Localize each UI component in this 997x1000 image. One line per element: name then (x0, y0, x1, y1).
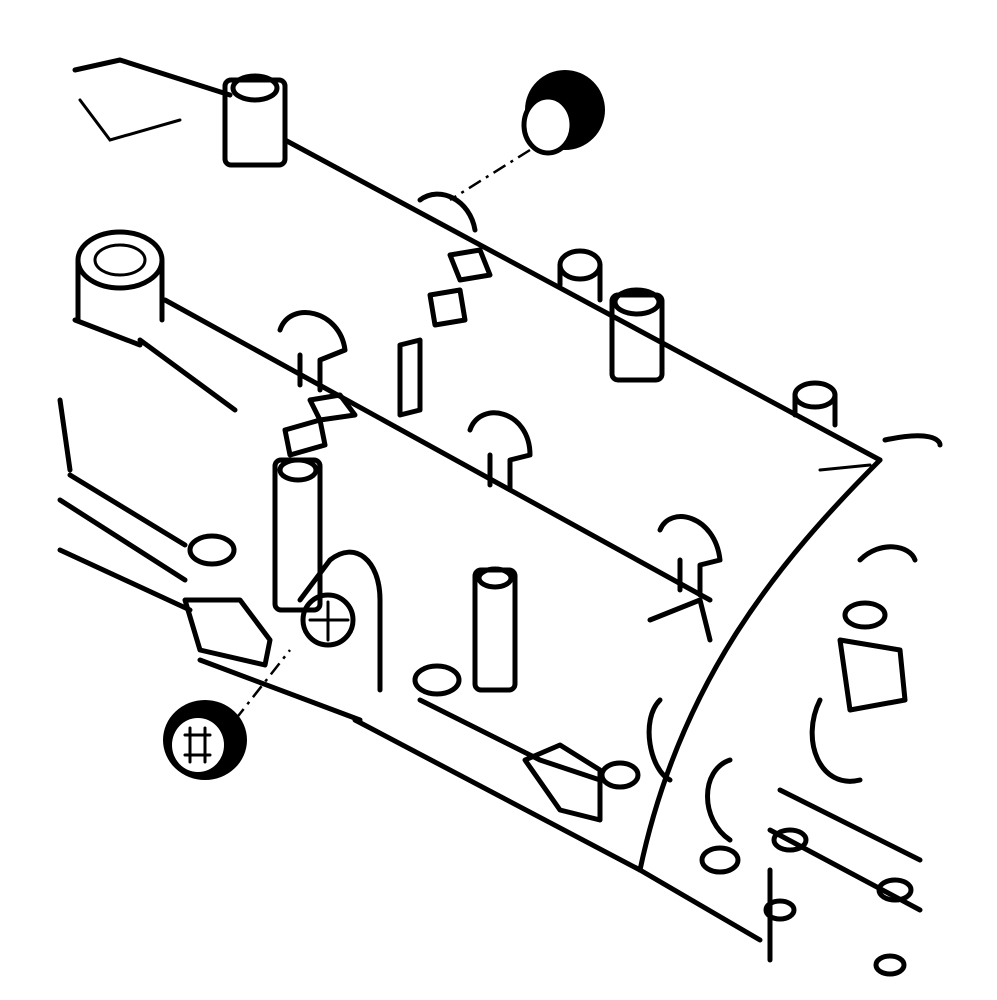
plug-bottom (163, 649, 291, 780)
sensor-port (297, 549, 383, 693)
bolt-boss (557, 248, 603, 303)
right-side-components (646, 544, 923, 963)
bolt-boss (472, 566, 518, 693)
bolt-boss (699, 600, 914, 977)
bolt-boss (272, 457, 323, 613)
bolt-boss (222, 73, 288, 168)
lower-rail (57, 397, 643, 873)
bolt-bosses (75, 73, 914, 977)
bolt-boss (792, 380, 838, 428)
top-rail (72, 57, 883, 463)
bolt-boss (609, 287, 665, 383)
end-cover (637, 433, 943, 943)
plug-top (449, 70, 605, 202)
bolt-boss (522, 742, 641, 823)
bolt-boss (412, 663, 462, 697)
bolt-boss (182, 533, 273, 668)
bolt-boss (75, 229, 165, 323)
middle-rail (72, 297, 713, 603)
